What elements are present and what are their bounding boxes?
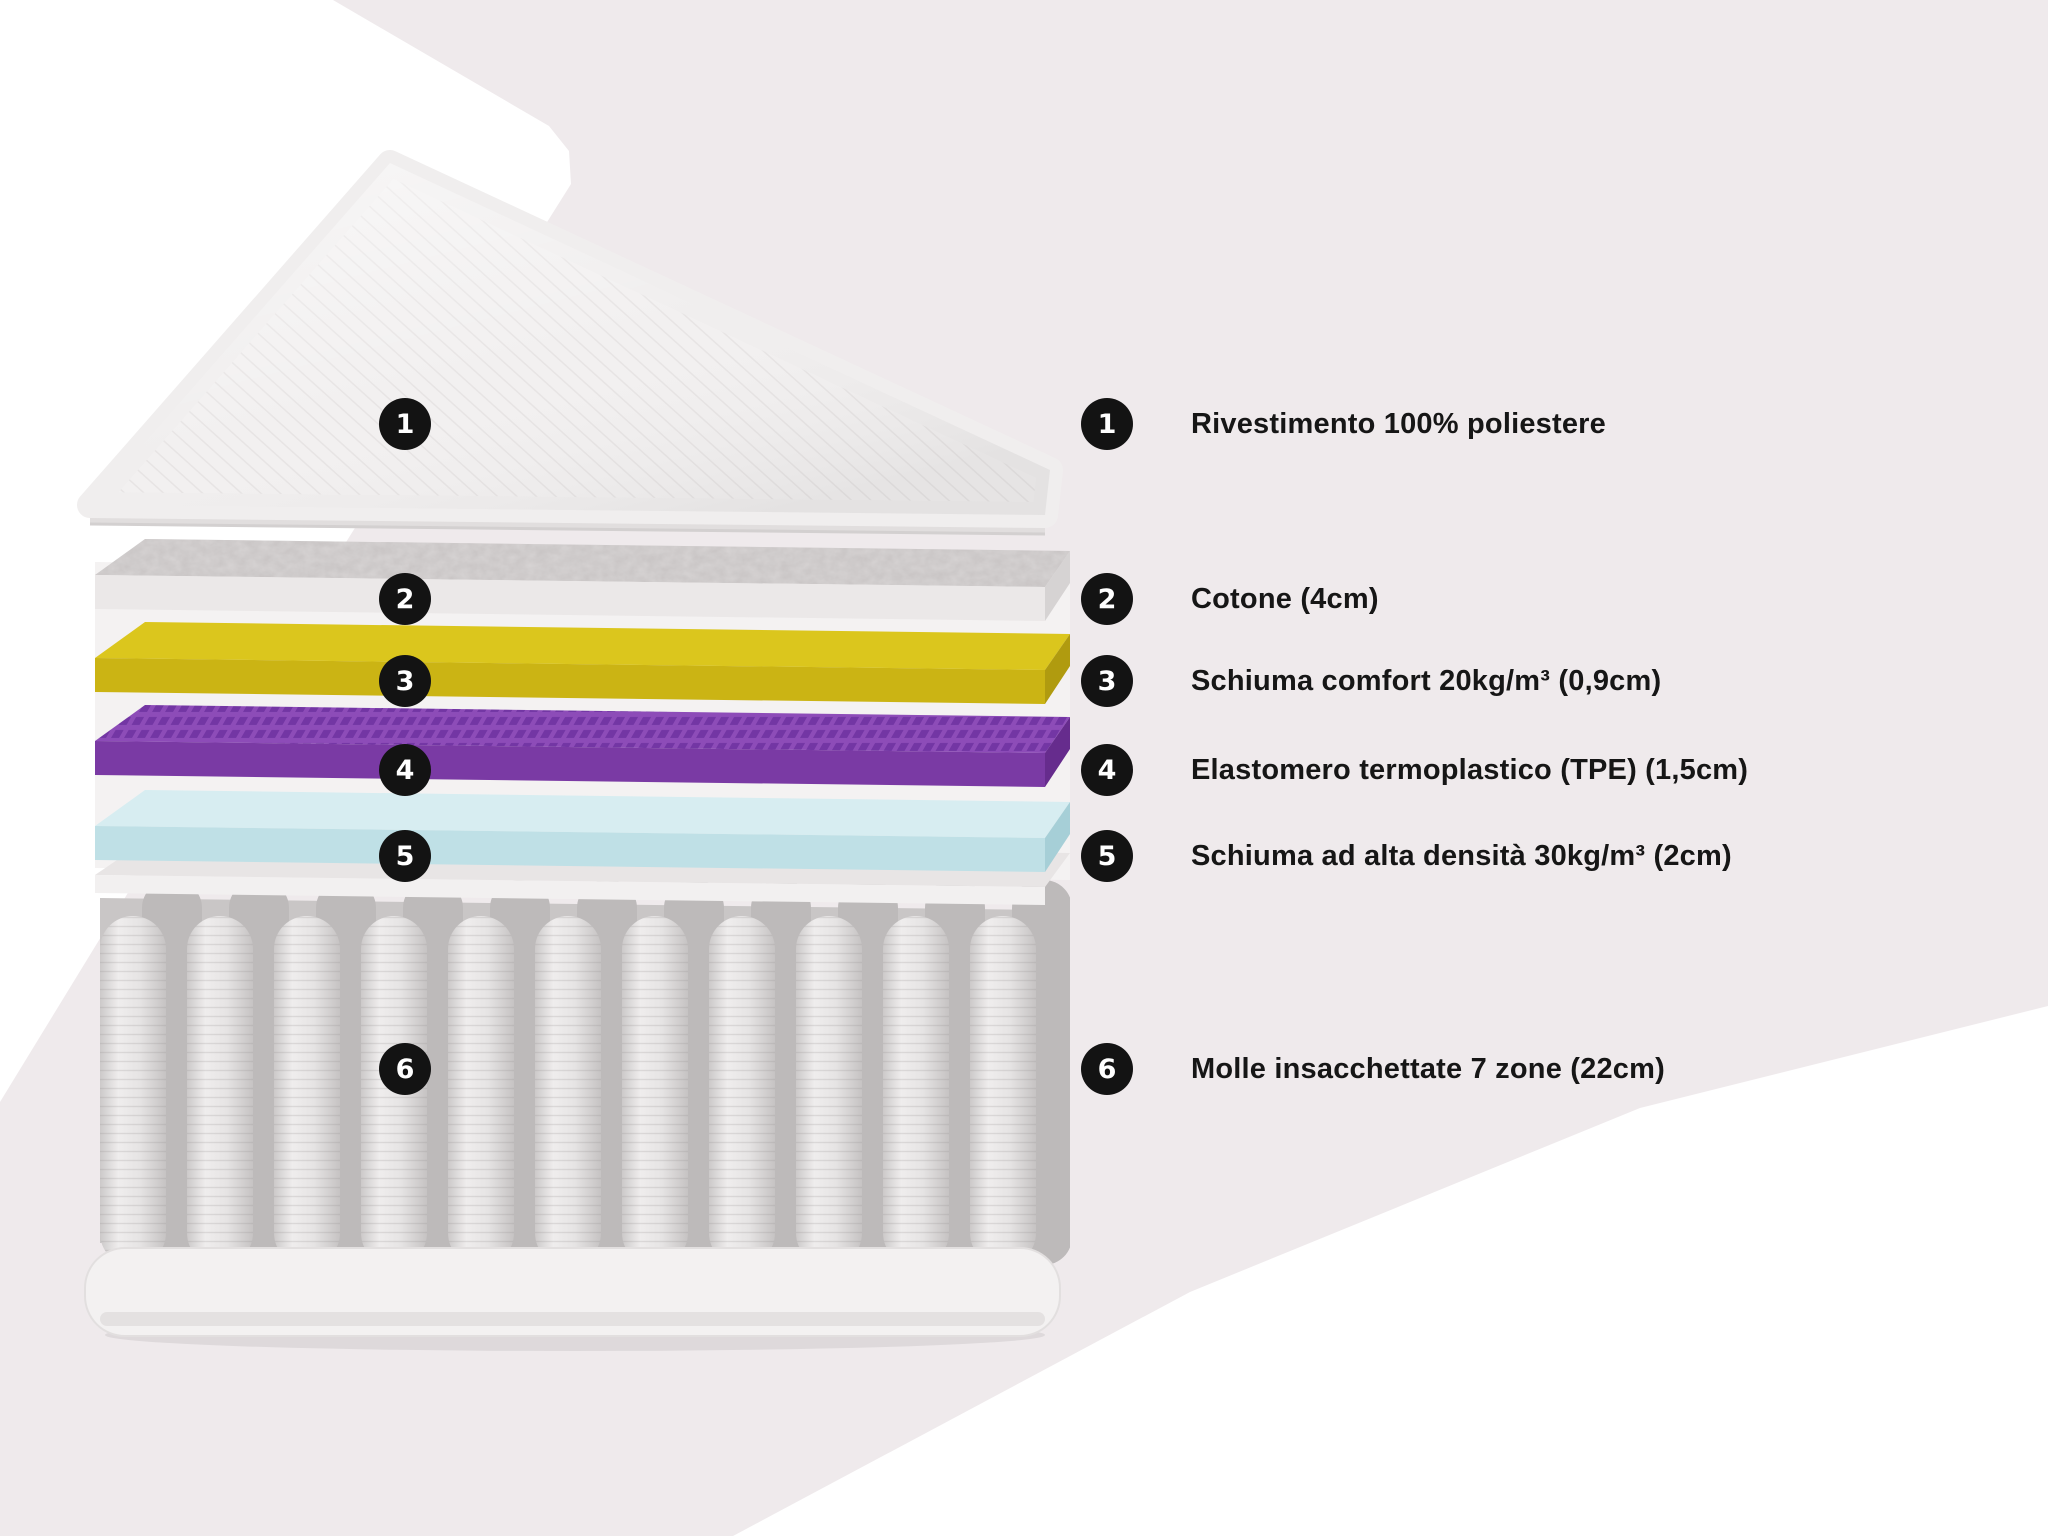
legend-badge-6: 6 — [1081, 1043, 1133, 1095]
layer-marker-3: 3 — [379, 655, 431, 707]
legend-label-2: Cotone (4cm) — [1191, 582, 1379, 615]
legend-item-3: 3 Schiuma comfort 20kg/m³ (0,9cm) — [1081, 655, 1661, 707]
legend-item-4: 4 Elastomero termoplastico (TPE) (1,5cm) — [1081, 744, 1748, 796]
legend-label-5: Schiuma ad alta densità 30kg/m³ (2cm) — [1191, 839, 1732, 872]
legend-label-3: Schiuma comfort 20kg/m³ (0,9cm) — [1191, 664, 1662, 697]
bottom-cover-layer — [84, 1247, 1061, 1337]
legend-badge-4: 4 — [1081, 744, 1133, 796]
layer-marker-6: 6 — [379, 1043, 431, 1095]
layer-marker-5: 5 — [379, 830, 431, 882]
legend-badge-5: 5 — [1081, 830, 1133, 882]
layer-marker-2: 2 — [379, 573, 431, 625]
legend-label-1: Rivestimento 100% poliestere — [1191, 407, 1606, 440]
tpe-layer — [95, 705, 1070, 787]
legend-label-4: Elastomero termoplastico (TPE) (1,5cm) — [1191, 753, 1749, 786]
high-density-foam-layer — [95, 790, 1070, 872]
legend-badge-2: 2 — [1081, 573, 1133, 625]
cotton-layer — [95, 539, 1070, 621]
legend-badge-1: 1 — [1081, 398, 1133, 450]
layer-marker-1: 1 — [379, 398, 431, 450]
top-cover-layer — [77, 150, 1063, 536]
legend-item-6: 6 Molle insacchettate 7 zone (22cm) — [1081, 1043, 1665, 1095]
legend-item-2: 2 Cotone (4cm) — [1081, 573, 1379, 625]
comfort-foam-layer — [95, 622, 1070, 704]
mattress-illustration — [77, 150, 1070, 1351]
legend-badge-3: 3 — [1081, 655, 1133, 707]
layer-marker-4: 4 — [379, 744, 431, 796]
pocket-springs-layer — [100, 880, 1070, 1266]
legend-label-6: Molle insacchettate 7 zone (22cm) — [1191, 1052, 1665, 1085]
legend-item-5: 5 Schiuma ad alta densità 30kg/m³ (2cm) — [1081, 830, 1732, 882]
legend-item-1: 1 Rivestimento 100% poliestere — [1081, 398, 1606, 450]
